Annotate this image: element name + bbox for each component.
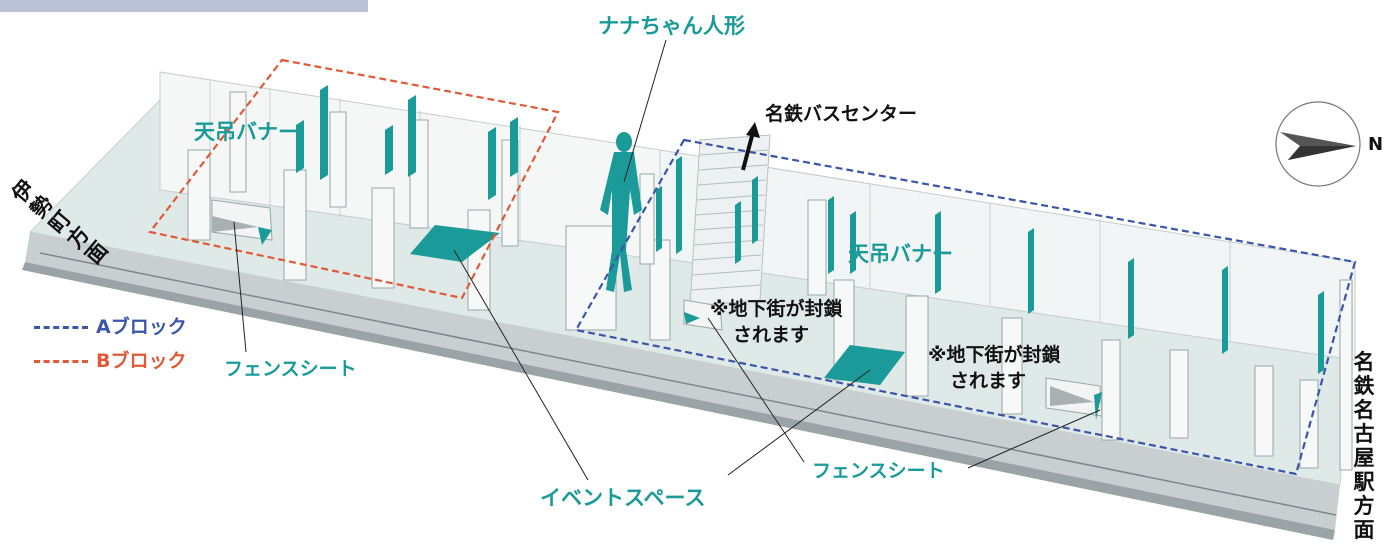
legend-a-label: Aブロック xyxy=(96,316,187,338)
closure-note-2-line1: ※地下街が封鎖 xyxy=(928,344,1061,366)
header-strip xyxy=(0,0,368,12)
b-block-outline xyxy=(148,58,560,300)
nana-doll-label: ナナちゃん人形 xyxy=(598,14,745,38)
compass-north-label: N xyxy=(1368,134,1384,155)
legend-a-block: Aブロック xyxy=(34,318,187,337)
event-space-left xyxy=(410,225,500,262)
legend-a-swatch xyxy=(34,326,88,329)
a-block-outline xyxy=(574,138,1357,476)
tenzuri-banner-left-label: 天吊バナー xyxy=(194,120,299,144)
stairs xyxy=(689,134,771,307)
bus-center-label: 名鉄バスセンター xyxy=(765,103,918,125)
closure-note-1-line1: ※地下街が封鎖 xyxy=(710,298,843,320)
event-space-label: イベントスペース xyxy=(540,486,706,510)
tenzuri-banner-right-label: 天吊バナー xyxy=(848,242,953,266)
floor-edge xyxy=(25,232,1340,530)
legend-b-label: Bブロック xyxy=(96,350,187,372)
event-space-right xyxy=(824,345,905,385)
legend-b-swatch xyxy=(34,360,88,363)
legend-b-block: Bブロック xyxy=(34,352,186,371)
closure-note-1-line2: されます xyxy=(733,324,810,346)
compass xyxy=(1275,101,1361,187)
fence-sheet-right-label: フェンスシート xyxy=(812,460,945,482)
floor-edge-lower xyxy=(22,262,1335,540)
closure-note-2-line2: されます xyxy=(950,370,1027,392)
direction-right-label: 名鉄名古屋駅方面 xyxy=(1353,350,1375,542)
fence-sheet-left-label: フェンスシート xyxy=(224,358,357,380)
nana-doll-figure xyxy=(600,132,642,292)
